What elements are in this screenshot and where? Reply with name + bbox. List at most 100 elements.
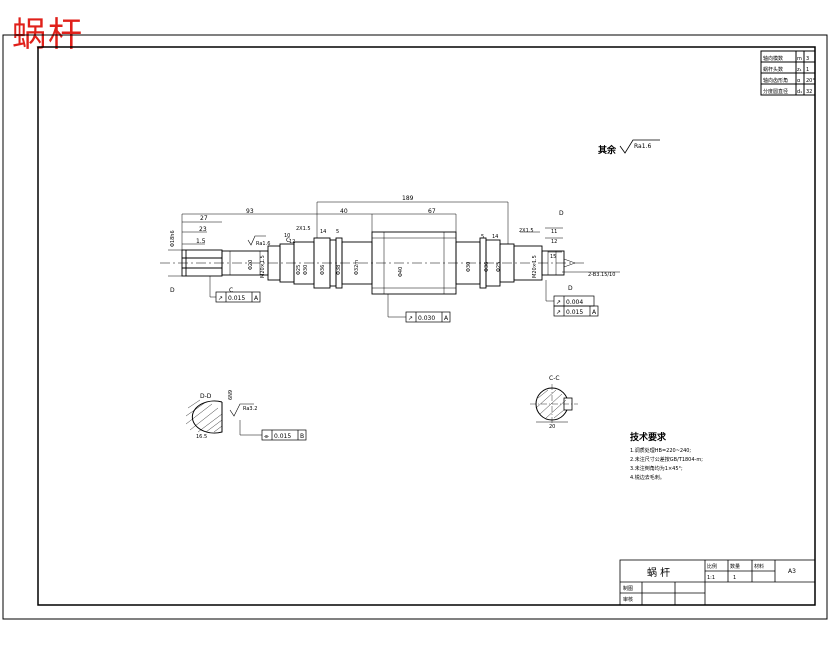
- dim-14a: 14: [320, 229, 326, 235]
- tech-req-item-3: 4.锐边去毛刺。: [630, 474, 665, 481]
- dia-36a: Φ36: [320, 265, 326, 275]
- dim-5a: 5: [336, 229, 339, 235]
- dia-m20b: M20×1.5: [532, 255, 538, 278]
- section-dd-ra-icon: [229, 403, 254, 417]
- dia-30a: Φ30: [303, 265, 309, 275]
- title-drawn-label: 制图: [623, 585, 633, 592]
- tolerance-frame-3: ↗ 0.015 A: [545, 280, 599, 317]
- dim-67: 67: [428, 208, 436, 215]
- section-dd-depth: 6N9: [228, 390, 234, 400]
- inner-frame: [37, 46, 816, 606]
- tol-4-datum: B: [300, 433, 304, 440]
- dim-11: 11: [551, 229, 557, 235]
- param-label-0: 轴向模数: [763, 55, 783, 62]
- title-mat-label: 材料: [754, 563, 764, 570]
- params-table: 轴向模数 m 3 蜗杆头数 z₁ 1 轴向齿形角 α 20° 分度圆直径 d₁ …: [760, 50, 816, 96]
- dia-20: Φ20: [248, 260, 254, 270]
- tech-req-item-1: 2.未注尺寸公差按GB/T1804-m;: [630, 456, 703, 463]
- tech-req-item-2: 3.未注倒角均为1×45°;: [630, 465, 683, 472]
- tol-3-symbol: ↗: [556, 309, 561, 316]
- label-c-top: C: [286, 237, 290, 244]
- param-symbol-1: z₁: [797, 67, 802, 73]
- section-dd-profile: [191, 400, 223, 434]
- title-scale-value: 1:1: [707, 575, 715, 581]
- dimension-lines: [168, 201, 563, 277]
- label-d-right: D: [568, 285, 573, 292]
- tol-3-datum: A: [592, 309, 597, 316]
- title-qty-label: 数量: [730, 563, 740, 570]
- tol-4-value: 0.015: [274, 433, 291, 440]
- param-symbol-3: d₁: [797, 89, 802, 95]
- section-cc-label: C-C: [549, 375, 560, 382]
- label-c-left: C: [229, 287, 233, 294]
- tol-4-symbol: ⌯: [264, 433, 269, 440]
- label-d-top: D: [559, 210, 564, 217]
- param-symbol-0: m: [797, 56, 802, 62]
- dim-14b: 14: [492, 234, 498, 240]
- param-value-0: 3: [806, 56, 809, 62]
- tol-1-datum: A: [444, 315, 449, 322]
- dia-m-center: Φ32m: [354, 260, 360, 275]
- section-cc: C-C 20: [530, 375, 578, 430]
- dim-189: 189: [402, 195, 414, 202]
- section-dd: D-D Ra3.2 6N9 16.5 ⌯ 0.015 B: [185, 390, 307, 441]
- dim-12b: 12: [551, 239, 557, 245]
- dim-15: 15: [550, 254, 556, 260]
- param-value-2: 20°: [806, 78, 815, 84]
- tol-0-datum: A: [254, 295, 259, 302]
- center-holes-note: 2-B3.15/10: [588, 272, 615, 278]
- param-label-3: 分度圆直径: [763, 88, 788, 95]
- tol-2-value: 0.004: [566, 299, 583, 306]
- title-sheet-code: A3: [788, 568, 796, 575]
- dim-93: 93: [246, 208, 254, 215]
- tolerance-frame-0: ↗ 0.015 A: [209, 276, 261, 303]
- tol-0-value: 0.015: [228, 295, 245, 302]
- title-block-name: 蜗 杆: [647, 567, 670, 579]
- roughness-rest-prefix: 其余: [598, 144, 617, 156]
- tol-1-value: 0.030: [418, 315, 435, 322]
- tol-1-symbol: ↗: [408, 315, 413, 322]
- tolerance-frame-2: ↗ 0.004: [553, 295, 595, 307]
- dia-38: Φ38: [336, 265, 342, 275]
- tech-req-title: 技术要求: [630, 431, 667, 443]
- dim-12: 12: [289, 239, 295, 245]
- dia-36b: Φ36: [484, 262, 490, 272]
- dim-2x1-5b: 2X1.5: [519, 228, 534, 234]
- param-value-1: 1: [806, 67, 809, 73]
- dim-27: 27: [200, 215, 208, 222]
- title-block: [619, 559, 816, 606]
- param-label-1: 蜗杆头数: [763, 66, 783, 73]
- section-dd-label: D-D: [200, 393, 212, 400]
- roughness-rest: 其余 Ra1.6: [598, 139, 660, 156]
- dia-30b: Φ30: [466, 262, 472, 272]
- dim-5b: 5: [481, 234, 484, 240]
- label-d-left: D: [170, 287, 175, 294]
- roughness-rest-value: Ra1.6: [634, 143, 651, 150]
- section-dd-width: 16.5: [196, 434, 207, 440]
- dia-25b: Φ25: [496, 262, 502, 272]
- title-checked-label: 审核: [623, 596, 633, 603]
- section-cc-dim: 20: [549, 424, 555, 430]
- tolerance-frame-1: ↗ 0.030 A: [387, 294, 451, 323]
- ra-left-symbol-icon: [247, 235, 266, 246]
- dim-23: 23: [199, 226, 207, 233]
- tol-2-symbol: ↗: [556, 299, 561, 306]
- outer-frame: [2, 34, 828, 620]
- worm-shaft-view: [160, 231, 585, 295]
- dim-1-5: 1.5: [196, 238, 206, 245]
- roughness-symbol-icon: [619, 139, 660, 154]
- title-scale-label: 比例: [707, 563, 717, 570]
- dim-40: 40: [340, 208, 348, 215]
- dia-m20: M20×1.5: [260, 255, 266, 278]
- dim-10: 10: [284, 233, 290, 239]
- dia-left-key: Φ18h6: [170, 230, 176, 247]
- tech-req-item-0: 1.调质处理HB=220~240;: [630, 447, 691, 454]
- dia-40: Φ40: [398, 267, 404, 277]
- tech-requirements: 技术要求 1.调质处理HB=220~240; 2.未注尺寸公差按GB/T1804…: [630, 431, 703, 481]
- param-value-3: 32: [806, 89, 812, 95]
- dia-25a: Φ25: [296, 265, 302, 275]
- dim-2x1-5: 2X1.5: [296, 226, 311, 232]
- param-symbol-2: α: [797, 78, 801, 84]
- section-dd-ra: Ra3.2: [243, 406, 257, 412]
